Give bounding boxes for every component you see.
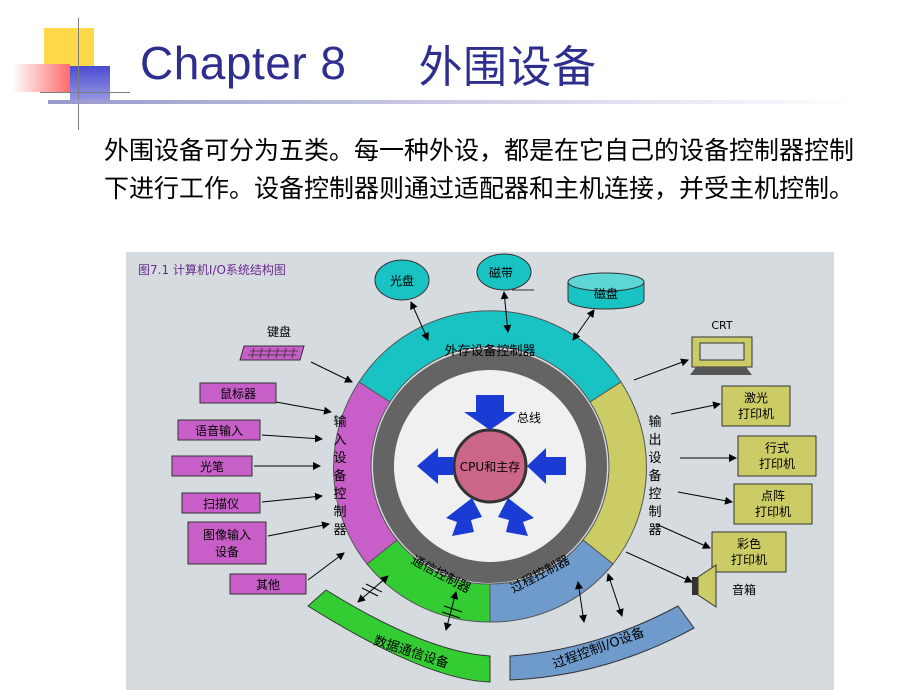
title-underline xyxy=(48,100,858,104)
bus-arrows xyxy=(417,395,566,536)
arrow-crt xyxy=(633,358,689,381)
slide-title: Chapter 8 外围设备 xyxy=(140,28,597,98)
arrow-laser xyxy=(670,401,721,415)
arrow-speaker xyxy=(625,551,693,583)
arrow-keyboard xyxy=(310,361,353,383)
comm-link-1 xyxy=(357,575,389,603)
bus-arrow-bottom-right xyxy=(498,498,534,536)
optical-disc-label: 光盘 xyxy=(390,273,414,288)
process-link-1 xyxy=(575,581,587,623)
arrow-color-printer xyxy=(655,523,711,549)
process-link-2 xyxy=(606,573,624,617)
crt-screen xyxy=(699,342,745,361)
other-label: 其他 xyxy=(256,578,280,592)
keyboard-icon xyxy=(239,345,305,361)
comm-link-2-break xyxy=(441,605,463,619)
scanner-box xyxy=(181,492,261,514)
bus-label: 总线 xyxy=(517,411,541,425)
line-printer-box xyxy=(737,435,817,477)
arrow-image-input xyxy=(267,521,330,537)
bus-arrow-bottom-left xyxy=(446,498,482,536)
other-box xyxy=(229,573,307,595)
magnetic-disk-top xyxy=(567,272,645,292)
title-english: Chapter 8 xyxy=(140,37,347,89)
image-input-label: 图像输入设备 xyxy=(203,527,251,559)
bus-arrow-left xyxy=(417,448,453,484)
arrow-disk xyxy=(572,309,595,341)
arrow-other xyxy=(307,552,345,581)
crt-label: CRT xyxy=(711,319,733,332)
color-printer-label: 彩色打印机 xyxy=(731,537,767,567)
mouse-label: 鼠标器 xyxy=(220,387,256,401)
output-controller-label: 输出设备控制器 xyxy=(648,414,661,538)
magnetic-tape-label: 磁带 xyxy=(489,265,513,280)
external-storage-controller-label: 外存设备控制器 xyxy=(444,343,535,359)
decor-horizontal-line xyxy=(40,92,130,93)
title-chinese: 外围设备 xyxy=(418,42,597,93)
io-structure-diagram: 图7.1 计算机I/O系统结构图 CPU和主存 总线 外存设备控制器 输入设备控… xyxy=(126,252,834,690)
comm-link-2 xyxy=(443,591,459,631)
intro-paragraph: 外围设备可分为五类。每一种外设，都是在它自己的设备控制器控制下进行工作。设备控制… xyxy=(104,136,855,203)
dot-matrix-printer-box xyxy=(733,483,813,525)
light-pen-label: 光笔 xyxy=(200,459,224,474)
process-io-band xyxy=(509,605,695,681)
magnetic-disk-label: 磁盘 xyxy=(594,286,618,301)
sector-input-controller xyxy=(333,381,398,565)
decor-red-block xyxy=(12,64,70,92)
voice-input-label: 语音输入 xyxy=(195,423,243,438)
arrow-dot-matrix xyxy=(677,491,733,505)
voice-input-box xyxy=(177,419,261,441)
image-input-box xyxy=(187,521,267,565)
arrow-disc xyxy=(410,301,429,341)
line-printer-label: 行式打印机 xyxy=(759,441,795,471)
dot-matrix-printer-label: 点阵打印机 xyxy=(755,489,791,519)
bus-arrow-top xyxy=(464,395,516,430)
arrow-voice xyxy=(261,434,323,443)
laser-printer-box xyxy=(721,385,791,427)
speaker-cone xyxy=(697,564,717,608)
optical-disc xyxy=(374,259,430,301)
light-pen-box xyxy=(171,455,253,477)
diagram-caption: 图7.1 计算机I/O系统结构图 xyxy=(138,262,286,277)
speaker-body xyxy=(692,577,698,595)
crt-base xyxy=(690,367,752,375)
arrow-tape xyxy=(500,291,512,333)
magnetic-tape xyxy=(476,253,532,291)
cpu-memory-label: CPU和主存 xyxy=(460,460,520,474)
scanner-label: 扫描仪 xyxy=(203,497,239,511)
decor-blue-block xyxy=(70,66,110,104)
input-controller-label: 输入设备控制器 xyxy=(333,414,346,538)
arrow-mouse xyxy=(275,401,332,415)
keyboard-keys xyxy=(248,347,298,359)
laser-printer-label: 激光打印机 xyxy=(738,391,774,421)
comm-link-1-break xyxy=(361,583,383,597)
speaker-label: 音箱 xyxy=(732,582,756,597)
data-communication-band xyxy=(307,589,491,683)
bus-arrow-right xyxy=(527,448,566,484)
arrow-scanner xyxy=(261,492,323,503)
decor-vertical-line xyxy=(78,18,79,130)
color-printer-box xyxy=(711,531,787,573)
mouse-box xyxy=(199,382,277,404)
keyboard-label: 键盘 xyxy=(267,324,291,339)
